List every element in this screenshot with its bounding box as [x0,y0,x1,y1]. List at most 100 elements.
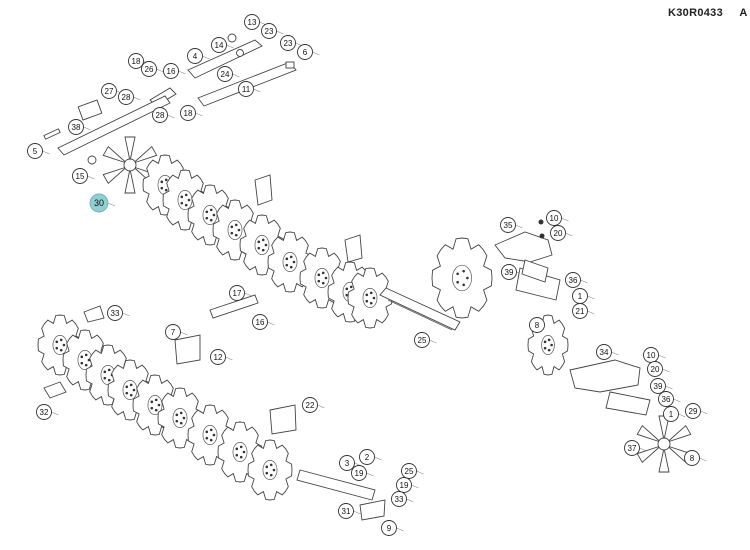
callout-27[interactable]: 27 [101,83,117,99]
callout-36[interactable]: 36 [565,272,581,288]
right-disc-upper [431,237,493,319]
callout-label: 27 [105,87,114,96]
callout-17[interactable]: 17 [229,285,245,301]
callout-9[interactable]: 9 [381,520,397,536]
upper-link-assembly [43,33,297,165]
callout-34[interactable]: 34 [596,344,612,360]
callout-label: 16 [256,318,265,327]
callout-label: 15 [76,172,85,181]
callout-36[interactable]: 36 [658,391,674,407]
callout-11[interactable]: 11 [238,81,254,97]
callout-label: 22 [306,401,315,410]
fan-wheel-rear [636,415,692,473]
callout-label: 9 [387,524,392,533]
lower-disc-gang [37,294,386,521]
callout-29[interactable]: 29 [685,403,701,419]
callout-18[interactable]: 18 [128,53,144,69]
callout-label: 1 [669,410,674,419]
callout-label: 4 [193,52,198,61]
callout-21[interactable]: 21 [572,303,588,319]
callout-33[interactable]: 33 [391,491,407,507]
callout-8[interactable]: 8 [684,450,700,466]
callout-26[interactable]: 26 [141,61,157,77]
callout-25[interactable]: 25 [414,332,430,348]
callout-39[interactable]: 39 [650,378,666,394]
callout-label: 25 [418,336,427,345]
sheet-letter: A [739,7,748,19]
callout-19[interactable]: 19 [351,465,367,481]
callout-14[interactable]: 14 [211,37,227,53]
callout-12[interactable]: 12 [210,349,226,365]
callout-1[interactable]: 1 [663,406,679,422]
callout-label: 30 [94,198,104,208]
callout-13[interactable]: 13 [244,14,260,30]
callout-20[interactable]: 20 [550,225,566,241]
callout-label: 35 [504,221,513,230]
callout-32[interactable]: 32 [36,404,52,420]
callout-16[interactable]: 16 [252,314,268,330]
callout-label: 1 [578,292,583,301]
callout-label: 16 [167,67,176,76]
callout-label: 28 [122,93,131,102]
callout-label: 10 [647,351,656,360]
callout-10[interactable]: 10 [546,210,562,226]
callout-35[interactable]: 35 [500,217,516,233]
callout-label: 23 [284,39,293,48]
callout-label: 2 [365,453,370,462]
callout-22[interactable]: 22 [302,397,318,413]
callout-10[interactable]: 10 [643,347,659,363]
callout-label: 26 [145,65,154,74]
callout-23[interactable]: 23 [280,35,296,51]
callout-label: 5 [33,147,38,156]
callout-1[interactable]: 1 [572,288,588,304]
callout-label: 8 [535,321,540,330]
callout-19[interactable]: 19 [396,477,412,493]
callout-7[interactable]: 7 [165,324,181,340]
bottom-disc-9 [247,439,293,501]
callout-30[interactable]: 30 [89,193,109,213]
callout-31[interactable]: 31 [338,503,354,519]
callout-15[interactable]: 15 [72,168,88,184]
callout-28[interactable]: 28 [118,89,134,105]
callout-28[interactable]: 28 [152,107,168,123]
callout-label: 12 [214,353,223,362]
callout-label: 19 [355,469,364,478]
callout-37[interactable]: 37 [624,440,640,456]
callout-label: 25 [405,467,414,476]
callout-2[interactable]: 2 [359,449,375,465]
callout-label: 17 [233,289,242,298]
callout-label: 38 [72,123,81,132]
callout-label: 14 [215,41,224,50]
callout-5[interactable]: 5 [27,143,43,159]
callout-8[interactable]: 8 [529,317,545,333]
callout-label: 21 [576,307,585,316]
callout-label: 8 [690,454,695,463]
callout-24[interactable]: 24 [217,66,233,82]
callout-38[interactable]: 38 [68,119,84,135]
callout-20[interactable]: 20 [647,361,663,377]
callout-label: 36 [569,276,578,285]
callout-label: 20 [651,365,660,374]
callout-label: 13 [248,18,257,27]
callout-25[interactable]: 25 [401,463,417,479]
callout-39[interactable]: 39 [501,264,517,280]
callout-label: 36 [662,395,671,404]
callout-18[interactable]: 18 [180,105,196,121]
document-code: K30R0433 A [668,7,748,19]
callout-label: 39 [654,382,663,391]
callout-23[interactable]: 23 [261,23,277,39]
callout-4[interactable]: 4 [187,48,203,64]
callout-label: 18 [132,57,141,66]
callout-label: 20 [554,229,563,238]
right-upper-bracket [431,219,561,319]
document-code-text: K30R0433 [668,7,723,19]
callout-label: 10 [550,214,559,223]
callout-label: 33 [395,495,404,504]
callout-16[interactable]: 16 [163,63,179,79]
callout-33[interactable]: 33 [107,305,123,321]
main-disc-gang [142,154,461,331]
callout-label: 33 [111,309,120,318]
callout-6[interactable]: 6 [297,44,313,60]
callout-3[interactable]: 3 [339,455,355,471]
